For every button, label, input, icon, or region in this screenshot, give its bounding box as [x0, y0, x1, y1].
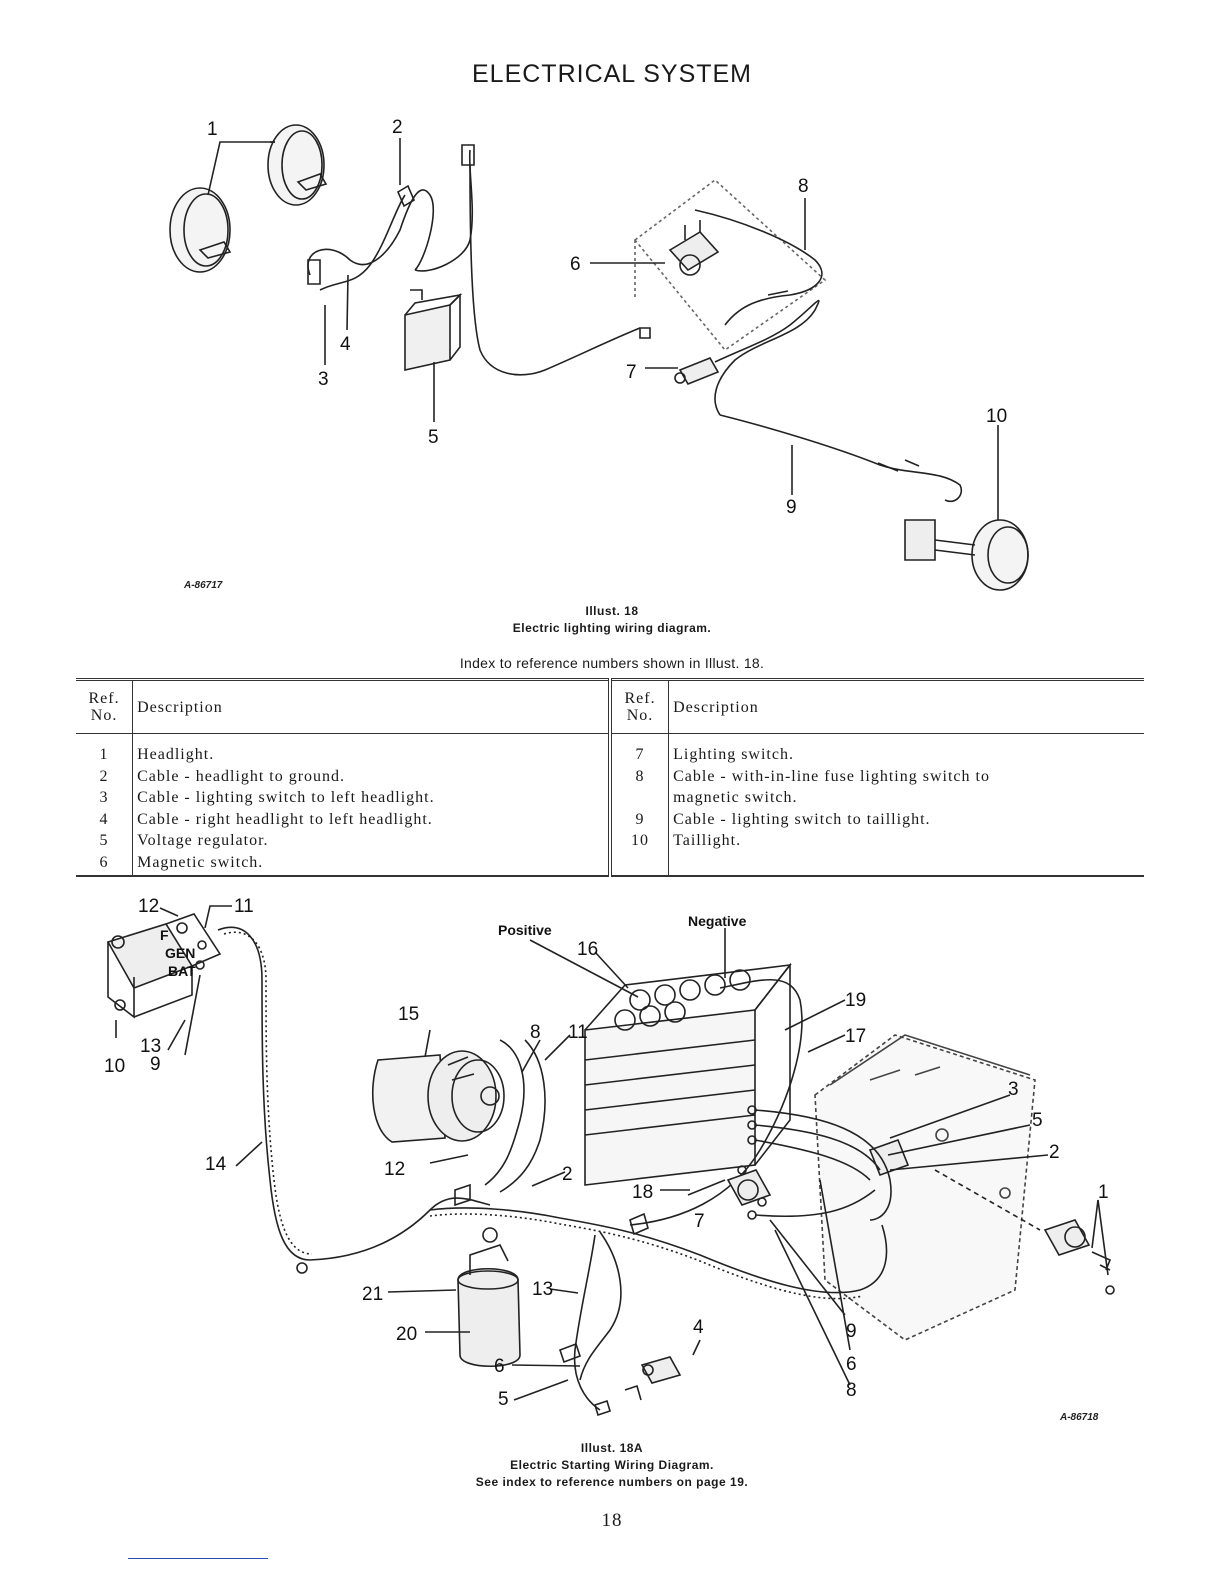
voltage-regulator-drawing: [404, 289, 463, 371]
starter-switch-drawing: [726, 1165, 772, 1207]
lighting-switch-drawing: [639, 327, 720, 386]
callout-6: 6: [570, 254, 581, 275]
starter-motor-drawing: [372, 1050, 505, 1143]
callout-b-11b: 11: [568, 1022, 588, 1043]
index-heading: Index to reference numbers shown in Illu…: [459, 655, 765, 671]
starting-wiring-diagram: F GEN BAT Positive Negative 1 2 3 4 5 2 …: [0, 880, 1224, 1435]
ignition-coil-drawing: [457, 1227, 521, 1368]
callout-b-9b: 9: [846, 1321, 857, 1342]
caption-illust-18a-title: Electric Starting Wiring Diagram.: [510, 1458, 714, 1472]
callout-b-17: 17: [845, 1026, 866, 1047]
drawing-id-bottom: A-86718: [1059, 1412, 1099, 1423]
callout-b-8b: 8: [846, 1380, 857, 1401]
callout-2: 2: [392, 117, 403, 138]
callout-5: 5: [428, 427, 439, 448]
caption-illust-18: Illust. 18 Electric lighting wiring diag…: [0, 603, 1224, 637]
callout-b-19: 19: [845, 990, 866, 1011]
taillight-drawing: [904, 519, 1029, 591]
callout-b-3: 3: [1008, 1079, 1019, 1100]
callout-b-2: 2: [562, 1164, 573, 1185]
ref-no-header-right: Ref. No.: [609, 679, 670, 734]
callout-7: 7: [626, 362, 637, 383]
callout-b-14: 14: [205, 1154, 227, 1175]
callout-9: 9: [786, 497, 797, 518]
solenoid-box-drawing: [814, 1034, 1036, 1341]
callout-b-16: 16: [577, 939, 598, 960]
reference-table: Ref. No. Description Ref. No. Descriptio…: [76, 678, 1144, 877]
label-negative: Negative: [688, 913, 747, 929]
callout-b-8: 8: [530, 1022, 541, 1043]
headlight-right-drawing: [267, 124, 328, 206]
description-header-right: Description: [668, 679, 1144, 734]
callout-b-13: 13: [140, 1036, 161, 1057]
callout-b-12: 12: [138, 896, 159, 917]
callout-b-10: 10: [104, 1056, 125, 1077]
ignition-switch-drawing: [1043, 1219, 1115, 1295]
callout-b-4: 4: [693, 1317, 704, 1338]
table-row: 1 Headlight. 7 Lighting switch.: [76, 733, 1144, 766]
footnote-rule: [128, 1558, 268, 1559]
table-header-row: Ref. No. Description Ref. No. Descriptio…: [76, 679, 1144, 734]
callout-b-2b: 2: [1049, 1142, 1060, 1163]
ref-no-header-left: Ref. No.: [76, 679, 134, 734]
description-header-left: Description: [132, 679, 612, 734]
callout-b-7: 7: [694, 1211, 705, 1232]
callout-b-21: 21: [362, 1284, 383, 1305]
lighting-wiring-diagram: 1 2 3 4 5 6 7 8 9 10 A-86717: [0, 100, 1224, 600]
callout-b-1: 1: [1098, 1182, 1109, 1203]
terminal-label-bat: BAT: [168, 963, 196, 979]
callout-b-5b: 5: [498, 1389, 509, 1410]
callout-b-20: 20: [396, 1324, 417, 1345]
bottom-callouts: 1 2 3 4 5 2 6 6 7 8 8 9 9 5 10 11 11 12 …: [104, 896, 1109, 1423]
top-callouts: 1 2 3 4 5 6 7 8 9 10 A-86717: [183, 117, 1007, 591]
callout-b-6b: 6: [846, 1354, 857, 1375]
caption-illust-18a: Illust. 18A Electric Starting Wiring Dia…: [0, 1440, 1224, 1491]
light-switch-drawing: [640, 1356, 682, 1384]
callout-b-6: 6: [494, 1356, 505, 1377]
magnetic-switch-box-drawing: [633, 178, 827, 352]
callout-b-15: 15: [398, 1004, 419, 1025]
table-row: 2 Cable - headlight to ground. 8 Cable -…: [76, 765, 1144, 787]
caption-illust-18-number: Illust. 18: [585, 604, 639, 618]
callout-b-5: 5: [1032, 1110, 1043, 1131]
callout-b-11: 11: [234, 896, 254, 917]
callout-4: 4: [340, 334, 351, 355]
caption-illust-18-title: Electric lighting wiring diagram.: [512, 621, 712, 635]
callout-10: 10: [986, 406, 1007, 427]
drawing-id-top: A-86717: [183, 580, 223, 591]
page-number: 18: [601, 1510, 623, 1531]
table-row: 3 Cable - lighting switch to left headli…: [76, 787, 1144, 809]
headlight-left-drawing: [169, 187, 232, 273]
caption-illust-18a-note: See index to reference numbers on page 1…: [475, 1475, 749, 1489]
callout-1: 1: [207, 119, 218, 140]
label-positive: Positive: [498, 922, 552, 938]
magnetic-switch-drawing: [668, 220, 720, 276]
callout-3: 3: [318, 369, 329, 390]
caption-illust-18a-number: Illust. 18A: [580, 1441, 644, 1455]
callout-8: 8: [798, 176, 809, 197]
table-row: 6 Magnetic switch.: [76, 851, 1144, 876]
page-title: ELECTRICAL SYSTEM: [471, 60, 753, 88]
terminal-label-gen: GEN: [165, 945, 195, 961]
callout-b-9: 9: [150, 1054, 161, 1075]
callout-b-18: 18: [632, 1182, 653, 1203]
battery-drawing: [584, 962, 792, 1186]
callout-b-12b: 12: [384, 1159, 405, 1180]
terminal-label-f: F: [160, 927, 169, 943]
table-row: 4 Cable - right headlight to left headli…: [76, 808, 1144, 830]
voltage-regulator-drawing-b: [106, 913, 222, 1019]
table-row: 5 Voltage regulator. 10 Taillight.: [76, 830, 1144, 852]
callout-b-13b: 13: [532, 1279, 553, 1300]
